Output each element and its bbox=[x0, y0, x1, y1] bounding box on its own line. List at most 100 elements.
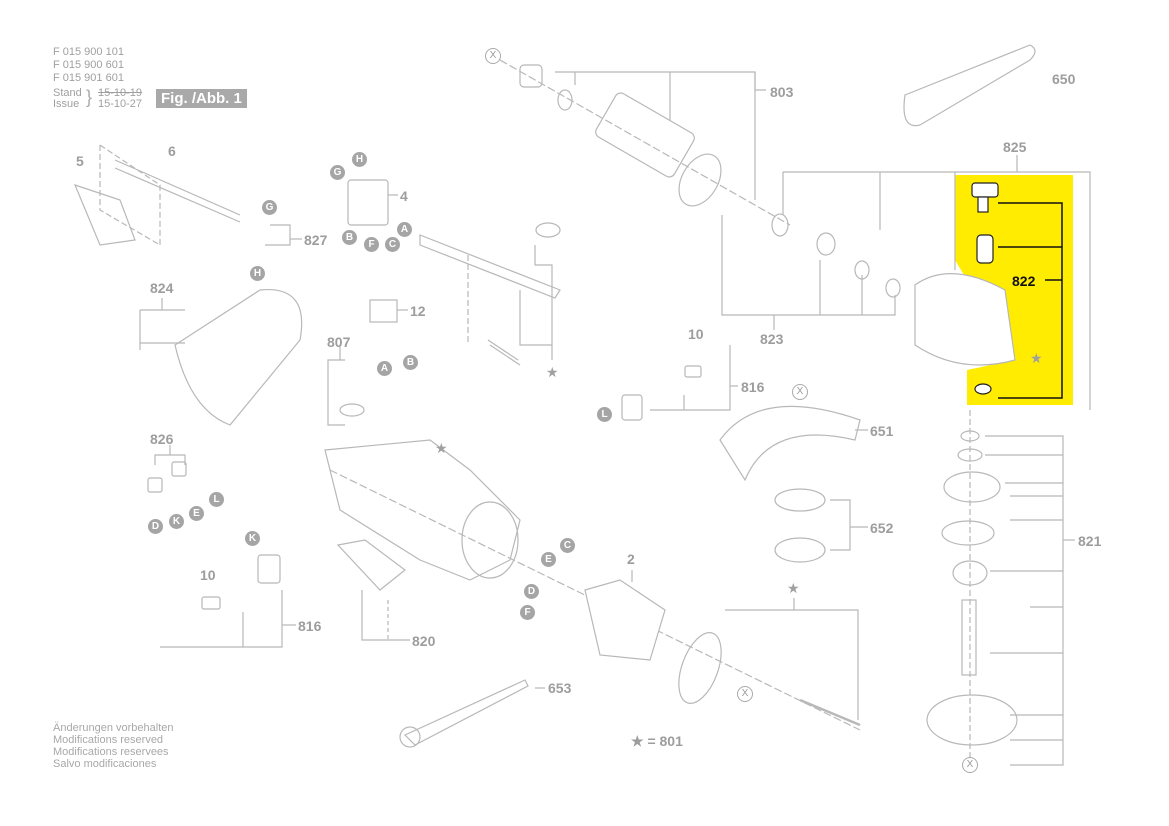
leader-826 bbox=[154, 454, 186, 465]
connector-f-field: F bbox=[520, 605, 535, 620]
leader-823 bbox=[721, 215, 896, 316]
connector-e-826: E bbox=[189, 506, 204, 521]
leader-803 bbox=[555, 71, 766, 91]
connector-k-holder: K bbox=[245, 531, 260, 546]
star-icon-housing: ★ bbox=[435, 440, 448, 456]
capacitor-12 bbox=[369, 299, 398, 323]
stand-label: Stand bbox=[53, 87, 82, 99]
bearing-803 bbox=[557, 89, 573, 111]
fan bbox=[678, 153, 722, 207]
star-icon-screws: ★ bbox=[787, 580, 800, 596]
part-label-816-upper: 816 bbox=[741, 379, 765, 395]
part-label-652: 652 bbox=[870, 520, 894, 536]
leader-822 bbox=[998, 202, 1063, 399]
note-es: Salvo modificaciones bbox=[53, 758, 157, 770]
note-en: Modifications reserved bbox=[53, 734, 164, 746]
legend-star-801: ★ = 801 bbox=[631, 733, 683, 749]
main-housing bbox=[324, 439, 521, 581]
stand-date: 15-10-19 bbox=[98, 87, 143, 99]
switch-4 bbox=[347, 179, 389, 226]
part-label-12: 12 bbox=[410, 303, 426, 319]
part-label-825: 825 bbox=[1003, 139, 1027, 155]
connector-k-826: K bbox=[169, 514, 184, 529]
bearing-sleeve bbox=[519, 64, 543, 88]
part-label-803: 803 bbox=[770, 84, 794, 100]
connector-h-switch: H bbox=[352, 152, 367, 167]
part-label-823: 823 bbox=[760, 331, 784, 347]
part-label-5: 5 bbox=[76, 153, 84, 169]
marker-x-armature: X bbox=[485, 48, 501, 64]
spindle bbox=[961, 599, 977, 676]
part-label-6: 6 bbox=[168, 143, 176, 159]
field-coil-2 bbox=[584, 579, 666, 661]
leader-821 bbox=[985, 435, 1064, 766]
lock-button bbox=[971, 182, 999, 198]
motor-housing-824 bbox=[174, 289, 303, 426]
gear-housing bbox=[914, 273, 1016, 366]
leader-807 bbox=[327, 359, 345, 426]
power-plug bbox=[73, 184, 136, 246]
part-label-650: 650 bbox=[1052, 71, 1076, 87]
leader-816-upper bbox=[650, 345, 731, 411]
connector-d-field: D bbox=[524, 584, 539, 599]
part-label-821: 821 bbox=[1078, 533, 1102, 549]
end-housing bbox=[678, 632, 722, 704]
auxiliary-handle bbox=[903, 44, 1036, 127]
part-label-822: 822 bbox=[1012, 273, 1036, 289]
issue-label: Issue bbox=[53, 98, 80, 110]
connector-b-switch: B bbox=[342, 230, 357, 245]
part-label-820: 820 bbox=[412, 633, 436, 649]
connector-c-switch: C bbox=[385, 237, 400, 252]
connector-l-826: L bbox=[209, 492, 224, 507]
marker-x-end-housing: X bbox=[737, 686, 753, 702]
connector-f-switch: F bbox=[364, 237, 379, 252]
highlight-822-region bbox=[955, 175, 1073, 405]
spanner-653 bbox=[403, 679, 529, 746]
part-number-3: F 015 901 601 bbox=[53, 72, 124, 84]
leader-825 bbox=[783, 171, 1091, 410]
flange-inner bbox=[774, 488, 826, 512]
part-label-827: 827 bbox=[304, 232, 328, 248]
brace: } bbox=[86, 87, 93, 107]
note-fr: Modifications reservees bbox=[53, 746, 169, 758]
marker-x-spindle: X bbox=[962, 757, 978, 773]
star-icon-gearhead: ★ bbox=[1030, 350, 1043, 366]
part-label-4: 4 bbox=[400, 188, 408, 204]
spring bbox=[976, 234, 994, 264]
part-label-651: 651 bbox=[870, 423, 894, 439]
connector-a-capacitor: A bbox=[377, 361, 392, 376]
bearing-flange bbox=[926, 694, 1018, 746]
connector-a-switch: A bbox=[397, 222, 412, 237]
part-label-653: 653 bbox=[548, 680, 572, 696]
connector-h-cable: H bbox=[250, 266, 265, 281]
note-de: Änderungen vorbehalten bbox=[53, 722, 174, 734]
part-label-807: 807 bbox=[327, 334, 351, 350]
leader-816-lower bbox=[160, 590, 283, 648]
issue-date: 15-10-27 bbox=[98, 98, 143, 110]
connector-d-826: D bbox=[148, 519, 163, 534]
leader-820 bbox=[361, 590, 410, 641]
part-label-824: 824 bbox=[150, 280, 174, 296]
flange-nut bbox=[774, 537, 826, 563]
leader-827 bbox=[265, 224, 291, 246]
leader-824 bbox=[139, 310, 185, 344]
connector-l-holder: L bbox=[597, 407, 612, 422]
star-icon-rod: ★ bbox=[546, 364, 559, 380]
brush-cover-820 bbox=[336, 539, 406, 591]
part-label-2: 2 bbox=[627, 551, 635, 567]
connector-g-cable: G bbox=[262, 200, 277, 215]
part-label-10-upper: 10 bbox=[688, 326, 704, 342]
connector-g-switch: G bbox=[330, 165, 345, 180]
guard-651 bbox=[719, 405, 861, 482]
connector-c-field: C bbox=[560, 538, 575, 553]
part-number-2: F 015 900 601 bbox=[53, 59, 124, 71]
connector-b-capacitor: B bbox=[403, 355, 418, 370]
armature bbox=[595, 92, 695, 178]
washer bbox=[974, 383, 992, 395]
switch-rod bbox=[419, 234, 561, 299]
part-label-10-lower: 10 bbox=[200, 567, 216, 583]
marker-x-guard: X bbox=[792, 384, 808, 400]
part-number-1: F 015 900 101 bbox=[53, 46, 124, 58]
connector-e-field: E bbox=[541, 552, 556, 567]
